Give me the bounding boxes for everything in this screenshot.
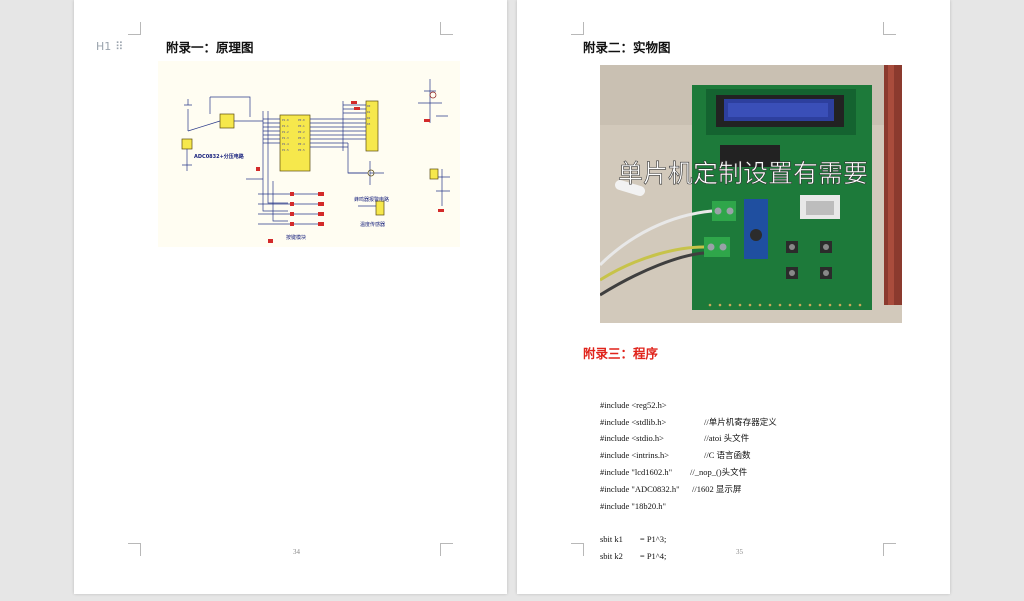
code-block: #include <reg52.h> //单片机寄存器定义 #include <… — [600, 380, 777, 561]
hardware-photo-drawing: 单片机定制设置有需要 — [600, 65, 902, 323]
code-stmt: sbit k1 = P1^3; — [600, 534, 667, 545]
code-line: #include "18b20.h" — [600, 481, 666, 511]
svg-text:D3: D3 — [367, 122, 371, 126]
hardware-photo: 单片机定制设置有需要 — [600, 65, 902, 323]
label-temp-sensor: 温度传感器 — [360, 221, 385, 228]
schematic-drawing: P1.0P1.1P1.2 P1.3P1.4P1.5 P0.0P0.1P0.2 P… — [181, 79, 450, 243]
svg-text:P1.4: P1.4 — [282, 142, 289, 146]
crop-mark-top-right — [440, 22, 453, 35]
crop-mark-top-left — [571, 22, 584, 35]
code-line: #include "ADC0832.h" — [600, 464, 680, 494]
svg-text:D2: D2 — [367, 116, 371, 120]
code-stmt: #include "18b20.h" — [600, 500, 666, 511]
heading-level-indicator[interactable]: H1 — [96, 40, 112, 53]
code-comment: //_nop_()头文件 — [690, 466, 748, 477]
svg-text:P1.1: P1.1 — [282, 124, 289, 128]
svg-text:P1.5: P1.5 — [282, 148, 289, 152]
code-stmt: #include <reg52.h> — [600, 399, 667, 410]
code-comment: //1602 显示屏 — [692, 483, 742, 494]
appendix-1-heading: 附录一：原理图 — [166, 40, 254, 55]
document-page-35: 附录二：实物图 — [517, 0, 950, 594]
page-number: 34 — [293, 548, 300, 556]
crop-mark-bottom-left — [128, 543, 141, 556]
heading-tools[interactable]: H1 ⠿ — [96, 40, 123, 53]
code-stmt: #include "lcd1602.h" — [600, 466, 673, 477]
code-stmt: #include <stdio.h> — [600, 433, 664, 444]
svg-text:P1.3: P1.3 — [282, 136, 289, 140]
code-line-blank — [600, 498, 613, 515]
crop-mark-top-right — [883, 22, 896, 35]
svg-text:P1.0: P1.0 — [282, 118, 289, 122]
svg-text:P0.1: P0.1 — [298, 124, 305, 128]
code-line: sbit k2 = P1^4; — [600, 531, 666, 561]
crop-mark-bottom-right — [883, 543, 896, 556]
code-stmt: sbit k2 = P1^4; — [600, 550, 667, 561]
photo-watermark-text: 单片机定制设置有需要 — [618, 159, 868, 188]
crop-mark-bottom-right — [440, 543, 453, 556]
svg-text:P0.4: P0.4 — [298, 142, 305, 146]
page-number: 35 — [736, 548, 743, 556]
svg-text:P0.5: P0.5 — [298, 148, 305, 152]
code-line: #include <stdlib.h> //atoi 头文件 — [600, 397, 749, 444]
code-comment: //C 语言函数 — [704, 450, 751, 461]
label-adc: ADC0832+分压电路 — [194, 153, 245, 160]
svg-text:D0: D0 — [367, 104, 371, 108]
code-comment: //atoi 头文件 — [704, 433, 750, 444]
label-key-module: 按键模块 — [286, 234, 306, 241]
appendix-2-heading: 附录二：实物图 — [583, 40, 671, 55]
appendix-3-heading: 附录三：程序 — [583, 346, 659, 361]
document-page-34: H1 ⠿ 附录一：原理图 — [74, 0, 507, 594]
svg-text:P0.3: P0.3 — [298, 136, 305, 140]
code-comment: //单片机寄存器定义 — [704, 416, 777, 427]
svg-text:P0.2: P0.2 — [298, 130, 305, 134]
label-buzzer: 蜂鸣器报警电路 — [354, 196, 389, 203]
svg-text:P0.0: P0.0 — [298, 118, 305, 122]
code-line: #include <reg52.h> //单片机寄存器定义 — [600, 380, 777, 427]
code-line: #include "lcd1602.h" //1602 显示屏 — [600, 447, 741, 494]
drag-handle-icon[interactable]: ⠿ — [115, 40, 124, 53]
code-stmt: #include "ADC0832.h" — [600, 483, 680, 494]
code-line: #include <stdio.h> //C 语言函数 — [600, 414, 751, 460]
code-line: sbit k1 = P1^3; — [600, 514, 666, 544]
crop-mark-top-left — [128, 22, 141, 35]
code-stmt: #include <intrins.h> — [600, 450, 670, 461]
crop-mark-bottom-left — [571, 543, 584, 556]
svg-text:D1: D1 — [367, 110, 371, 114]
code-line: #include <intrins.h> //_nop_()头文件 — [600, 430, 747, 477]
svg-text:P1.2: P1.2 — [282, 130, 289, 134]
code-stmt: #include <stdlib.h> — [600, 416, 667, 427]
